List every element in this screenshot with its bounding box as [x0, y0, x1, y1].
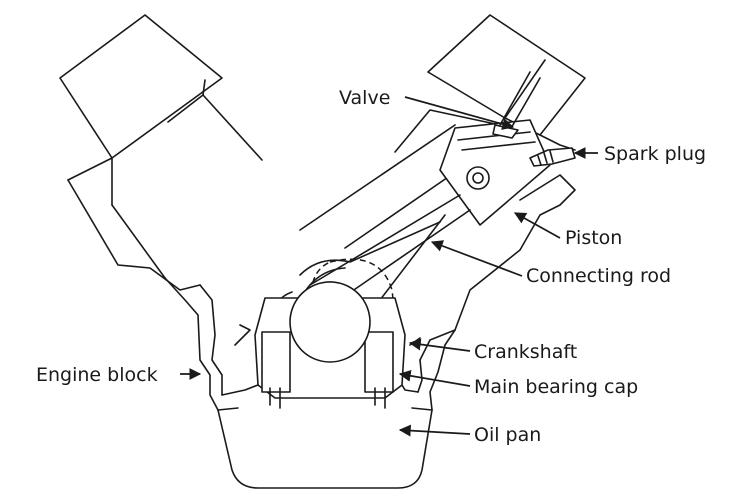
leader-main-bearing-cap: [398, 369, 471, 387]
leader-lines: [180, 96, 598, 437]
oil-pan: [217, 407, 433, 489]
piston-pin: [466, 166, 490, 190]
label-connecting-rod: Connecting rod: [526, 265, 671, 287]
label-main-bearing-cap: Main bearing cap: [474, 376, 638, 398]
label-engine-block: Engine block: [36, 364, 158, 386]
label-piston: Piston: [565, 227, 622, 249]
leader-crankshaft: [408, 338, 471, 352]
leader-oil-pan: [398, 424, 471, 437]
piston: [439, 119, 551, 226]
leader-connecting-rod: [430, 240, 523, 277]
label-spark-plug: Spark plug: [604, 143, 706, 165]
main-bearing-cap: [254, 281, 406, 409]
leader-valve: [404, 96, 515, 130]
label-oil-pan: Oil pan: [474, 424, 541, 446]
leader-piston: [513, 212, 561, 239]
engine-block: [164, 277, 456, 411]
right-cylinder-head: [394, 14, 586, 153]
label-valve: Valve: [339, 87, 390, 109]
left-cylinder-head: [59, 14, 263, 291]
label-crankshaft: Crankshaft: [474, 341, 577, 363]
